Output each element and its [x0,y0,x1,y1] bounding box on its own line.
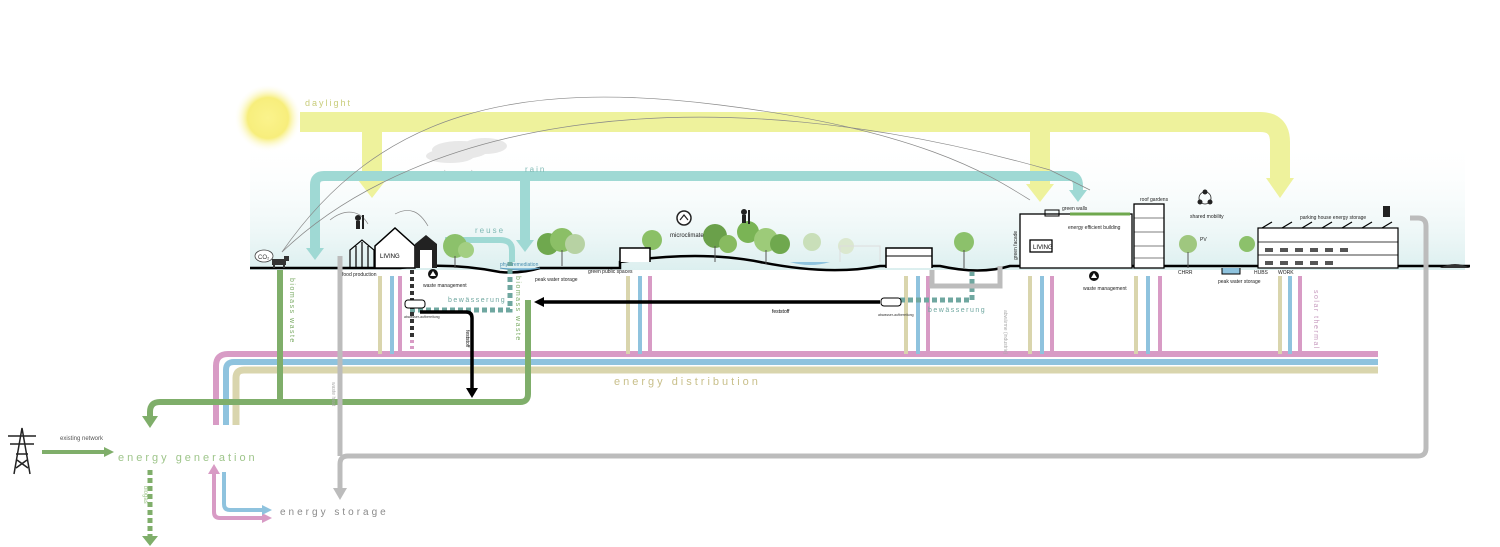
energy-efficient-building-label: energy efficient building [1068,225,1121,231]
living-label: LIVING [380,254,400,260]
shared-mobility-icon [1197,189,1213,205]
water-treatment-right [880,297,902,307]
solids-label-left: feststoff [464,330,470,348]
solids-lines [420,300,880,390]
water-treatment-left [404,299,426,309]
waste-heat-label: waste heat [330,382,336,407]
peak-water-storage-right-label: peak water storage [1218,279,1261,285]
green-walls-label: green walls [1062,206,1088,212]
pv-label: PV [1200,237,1207,243]
co2-icon: CO₂ [254,249,274,263]
daylight-label: daylight [305,98,352,108]
solids-label-mid: feststoff [772,309,790,315]
industrial-heat-label: abwärme (industrie) [1002,310,1008,355]
biomass-waste-left-label: biomass waste [288,278,295,344]
wastewater-left-label: abwasser-aufbereitung [404,315,440,319]
energy-distribution-label: energy distribution [614,376,761,388]
work-label: WORK [1278,270,1294,276]
power-pylon-icon [8,427,36,475]
co2-curves [281,96,1091,253]
parking-house-label: parking house energy storage [1300,215,1366,221]
ev-charger-icon [1383,206,1390,217]
waste-icon-left [428,269,438,279]
storage-loop [337,215,1429,490]
green-public-spaces-label: green public spaces [588,269,633,275]
rain-label: rain [525,165,546,174]
reuse-label: reuse [475,226,505,235]
energy-distribution-bus [213,351,1378,425]
sun-icon [234,84,302,152]
irrigation-left-label: bewässerung [448,297,506,304]
tree-trunks [454,246,1189,268]
storage-arrows [212,472,264,520]
waste-management-left-label: waste management [423,283,467,289]
greenhouse-building [349,239,375,268]
parked-cars [1265,248,1348,265]
cow-icon [272,256,289,268]
distribution-risers [378,276,1302,354]
chiller-label: CHRR [1178,270,1193,276]
food-production-label: food production [342,272,377,278]
hubs-label: HUBS [1254,270,1269,276]
pavilion-building [619,247,651,262]
reuse-arrow [445,237,515,262]
wastewater-right-label: abwasser-aufbereitung [878,313,914,317]
microclimate-icon [676,210,692,226]
waste-icon-right [1089,271,1099,281]
irrigation-lines [410,262,975,313]
green-facade-label: green facade [1013,231,1019,260]
roof-gardens-label: roof gardens [1140,197,1169,203]
energy-storage-label: energy storage [280,507,389,518]
ground-line [250,254,1470,274]
living-building [374,226,416,269]
farmer-icon-left [355,215,364,229]
microclimate-label: microclimate [670,233,704,239]
solar-thermal-label: solar thermal [1312,290,1319,350]
co2-label: CO₂ [258,255,270,261]
biomass-waste-mid-label: biomass waste [514,276,521,342]
existing-network-label: existing network [60,436,104,442]
living-label-right: LIVING [1033,245,1053,251]
biogas-label: biogas [142,486,148,504]
phytoremediation-label: phytoremediation [500,262,539,268]
energy-generation-label: energy generation [118,452,258,464]
peak-water-storage-label: peak water storage [535,277,578,283]
irrigation-right-label: bewässerung [928,307,986,314]
energy-efficient-building [1019,203,1165,269]
farmer-icon-center [741,209,750,224]
shared-mobility-label: shared mobility [1190,214,1224,220]
waste-management-right-label: waste management [1083,286,1127,292]
rain-arrow [310,171,1083,250]
block-building [885,247,933,268]
